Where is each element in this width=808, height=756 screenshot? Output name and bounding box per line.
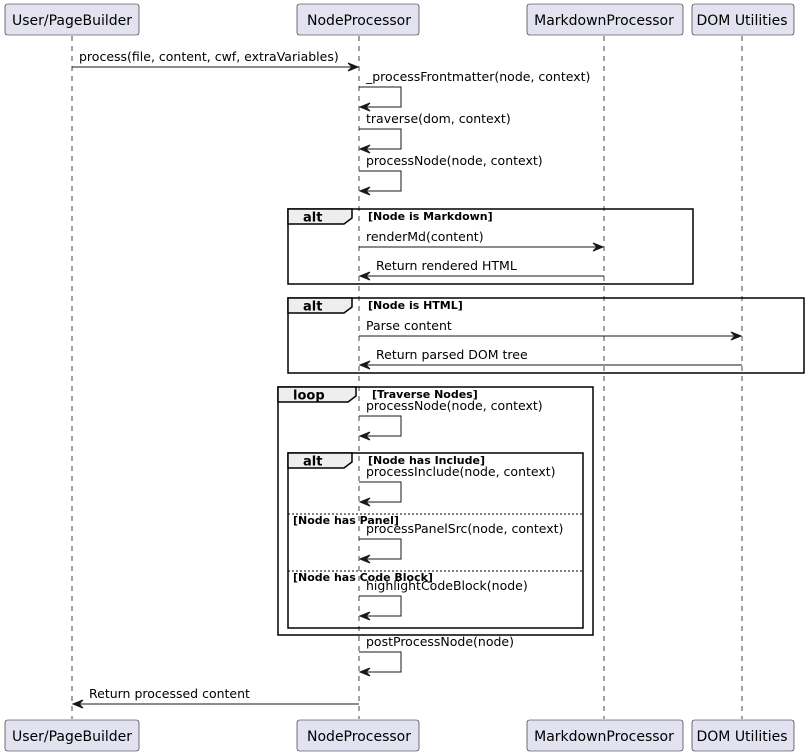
fragment-guard: [Node is Markdown] xyxy=(368,210,493,223)
message-m1: process(file, content, cwf, extraVariabl… xyxy=(72,49,360,72)
message-line xyxy=(359,538,402,560)
fragment-keyword: alt xyxy=(303,300,322,315)
participant-box xyxy=(691,3,795,36)
fragment-tab xyxy=(287,208,353,225)
participant-label: DOM Utilities xyxy=(696,729,787,745)
fragment-tab xyxy=(277,386,357,403)
message-line xyxy=(359,415,402,437)
arrowhead xyxy=(730,331,743,341)
message-label: Parse content xyxy=(366,318,452,333)
fragment-tab xyxy=(287,297,353,314)
message-line xyxy=(359,128,402,150)
message-label: Return rendered HTML xyxy=(376,258,517,273)
message-label: Return processed content xyxy=(89,686,250,701)
participant-label: User/PageBuilder xyxy=(12,13,132,29)
fragment-keyword: loop xyxy=(293,389,325,404)
participant-box xyxy=(4,719,140,752)
participant-label: MarkdownProcessor xyxy=(534,729,674,745)
arrowhead xyxy=(358,271,371,281)
message-line xyxy=(359,170,402,192)
fragment-alt-f1: alt [Node is Markdown] xyxy=(287,208,694,285)
message-m10: processInclude(node, context) xyxy=(358,464,556,507)
arrowhead xyxy=(358,144,371,154)
message-label: process(file, content, cwf, extraVariabl… xyxy=(79,49,339,64)
participant-box xyxy=(691,719,795,752)
participant-box xyxy=(526,719,684,752)
participant-box xyxy=(296,3,420,36)
fragment-alt-f4: alt [Node has Include] [Node has Panel] [No… xyxy=(287,452,584,629)
arrowhead xyxy=(592,242,605,252)
fragment-keyword: alt xyxy=(303,455,322,470)
fragment-frame xyxy=(287,297,805,374)
fragment-alt-f2: alt [Node is HTML] xyxy=(287,297,805,374)
participant-label: NodeProcessor xyxy=(307,13,411,29)
message-label: highlightCodeBlock(node) xyxy=(366,578,528,593)
participant-label: DOM Utilities xyxy=(696,13,787,29)
fragment-else-guard: [Node has Code Block] xyxy=(293,571,433,584)
message-m13: postProcessNode(node) xyxy=(358,634,514,677)
arrowhead xyxy=(358,431,371,441)
participant-box xyxy=(526,3,684,36)
message-m14: Return processed content xyxy=(71,686,359,709)
arrowhead xyxy=(358,554,371,564)
arrowhead xyxy=(347,62,360,72)
fragment-loop-f3: loop [Traverse Nodes] xyxy=(277,386,594,636)
fragment-else-guard: [Node has Panel] xyxy=(293,514,399,527)
participant-dom-top: DOM Utilities xyxy=(691,3,795,36)
participant-md-top: MarkdownProcessor xyxy=(526,3,684,36)
message-line xyxy=(359,86,402,108)
message-line xyxy=(359,651,402,673)
message-m8: Return parsed DOM tree xyxy=(358,347,742,370)
message-m11: processPanelSrc(node, context) xyxy=(358,521,563,564)
fragment-tab xyxy=(287,452,353,469)
participant-box xyxy=(4,3,140,36)
participant-md-bottom: MarkdownProcessor xyxy=(526,719,684,752)
arrowhead xyxy=(358,667,371,677)
message-label: traverse(dom, context) xyxy=(366,111,511,126)
participant-dom-bottom: DOM Utilities xyxy=(691,719,795,752)
fragment-keyword: alt xyxy=(303,211,322,226)
message-label: processInclude(node, context) xyxy=(366,464,556,479)
message-label: processNode(node, context) xyxy=(366,398,543,413)
message-label: renderMd(content) xyxy=(366,229,484,244)
message-m9: processNode(node, context) xyxy=(358,398,543,441)
fragment-guard: [Node has Include] xyxy=(368,454,485,467)
message-m5: renderMd(content) xyxy=(359,229,605,252)
message-label: postProcessNode(node) xyxy=(366,634,514,649)
participant-user-top: User/PageBuilder xyxy=(4,3,140,36)
message-line xyxy=(359,481,402,503)
fragment-frame xyxy=(287,452,584,629)
participant-node-bottom: NodeProcessor xyxy=(296,719,420,752)
participant-box xyxy=(296,719,420,752)
participant-label: NodeProcessor xyxy=(307,729,411,745)
message-label: processPanelSrc(node, context) xyxy=(366,521,563,536)
participant-user-bottom: User/PageBuilder xyxy=(4,719,140,752)
fragment-guard: [Traverse Nodes] xyxy=(372,388,478,401)
message-label: Return parsed DOM tree xyxy=(376,347,528,362)
fragment-frame xyxy=(277,386,594,636)
participant-label: MarkdownProcessor xyxy=(534,13,674,29)
arrowhead xyxy=(358,186,371,196)
message-m3: traverse(dom, context) xyxy=(358,111,511,154)
message-m12: highlightCodeBlock(node) xyxy=(358,578,528,621)
arrowhead xyxy=(358,611,371,621)
participant-node-top: NodeProcessor xyxy=(296,3,420,36)
message-label: processNode(node, context) xyxy=(366,153,543,168)
arrowhead xyxy=(358,497,371,507)
message-m7: Parse content xyxy=(359,318,743,341)
arrowhead xyxy=(358,102,371,112)
participant-label: User/PageBuilder xyxy=(12,729,132,745)
message-m2: _processFrontmatter(node, context) xyxy=(358,69,590,112)
arrowhead xyxy=(71,699,84,709)
fragment-guard: [Node is HTML] xyxy=(368,299,463,312)
message-line xyxy=(359,595,402,617)
arrowhead xyxy=(358,360,371,370)
message-m4: processNode(node, context) xyxy=(358,153,543,196)
fragment-frame xyxy=(287,208,694,285)
message-label: _processFrontmatter(node, context) xyxy=(365,69,590,84)
message-m6: Return rendered HTML xyxy=(358,258,604,281)
